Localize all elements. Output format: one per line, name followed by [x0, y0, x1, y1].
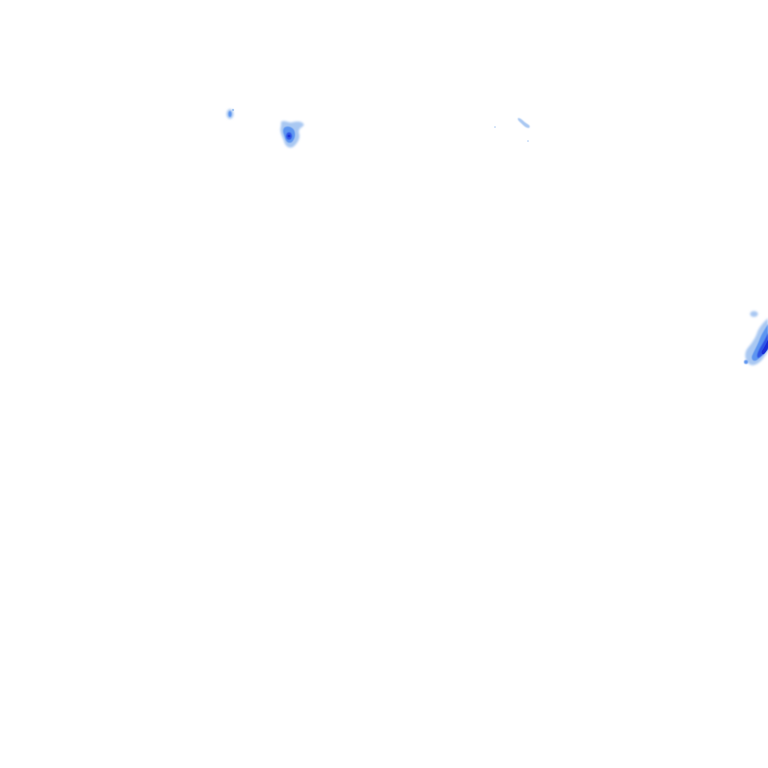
rain-cell-small-northwest — [226, 108, 235, 119]
rain-cell-north — [280, 121, 304, 148]
rain-cell-faint-northeast — [494, 118, 530, 142]
rain-cell-east-edge — [744, 311, 768, 366]
